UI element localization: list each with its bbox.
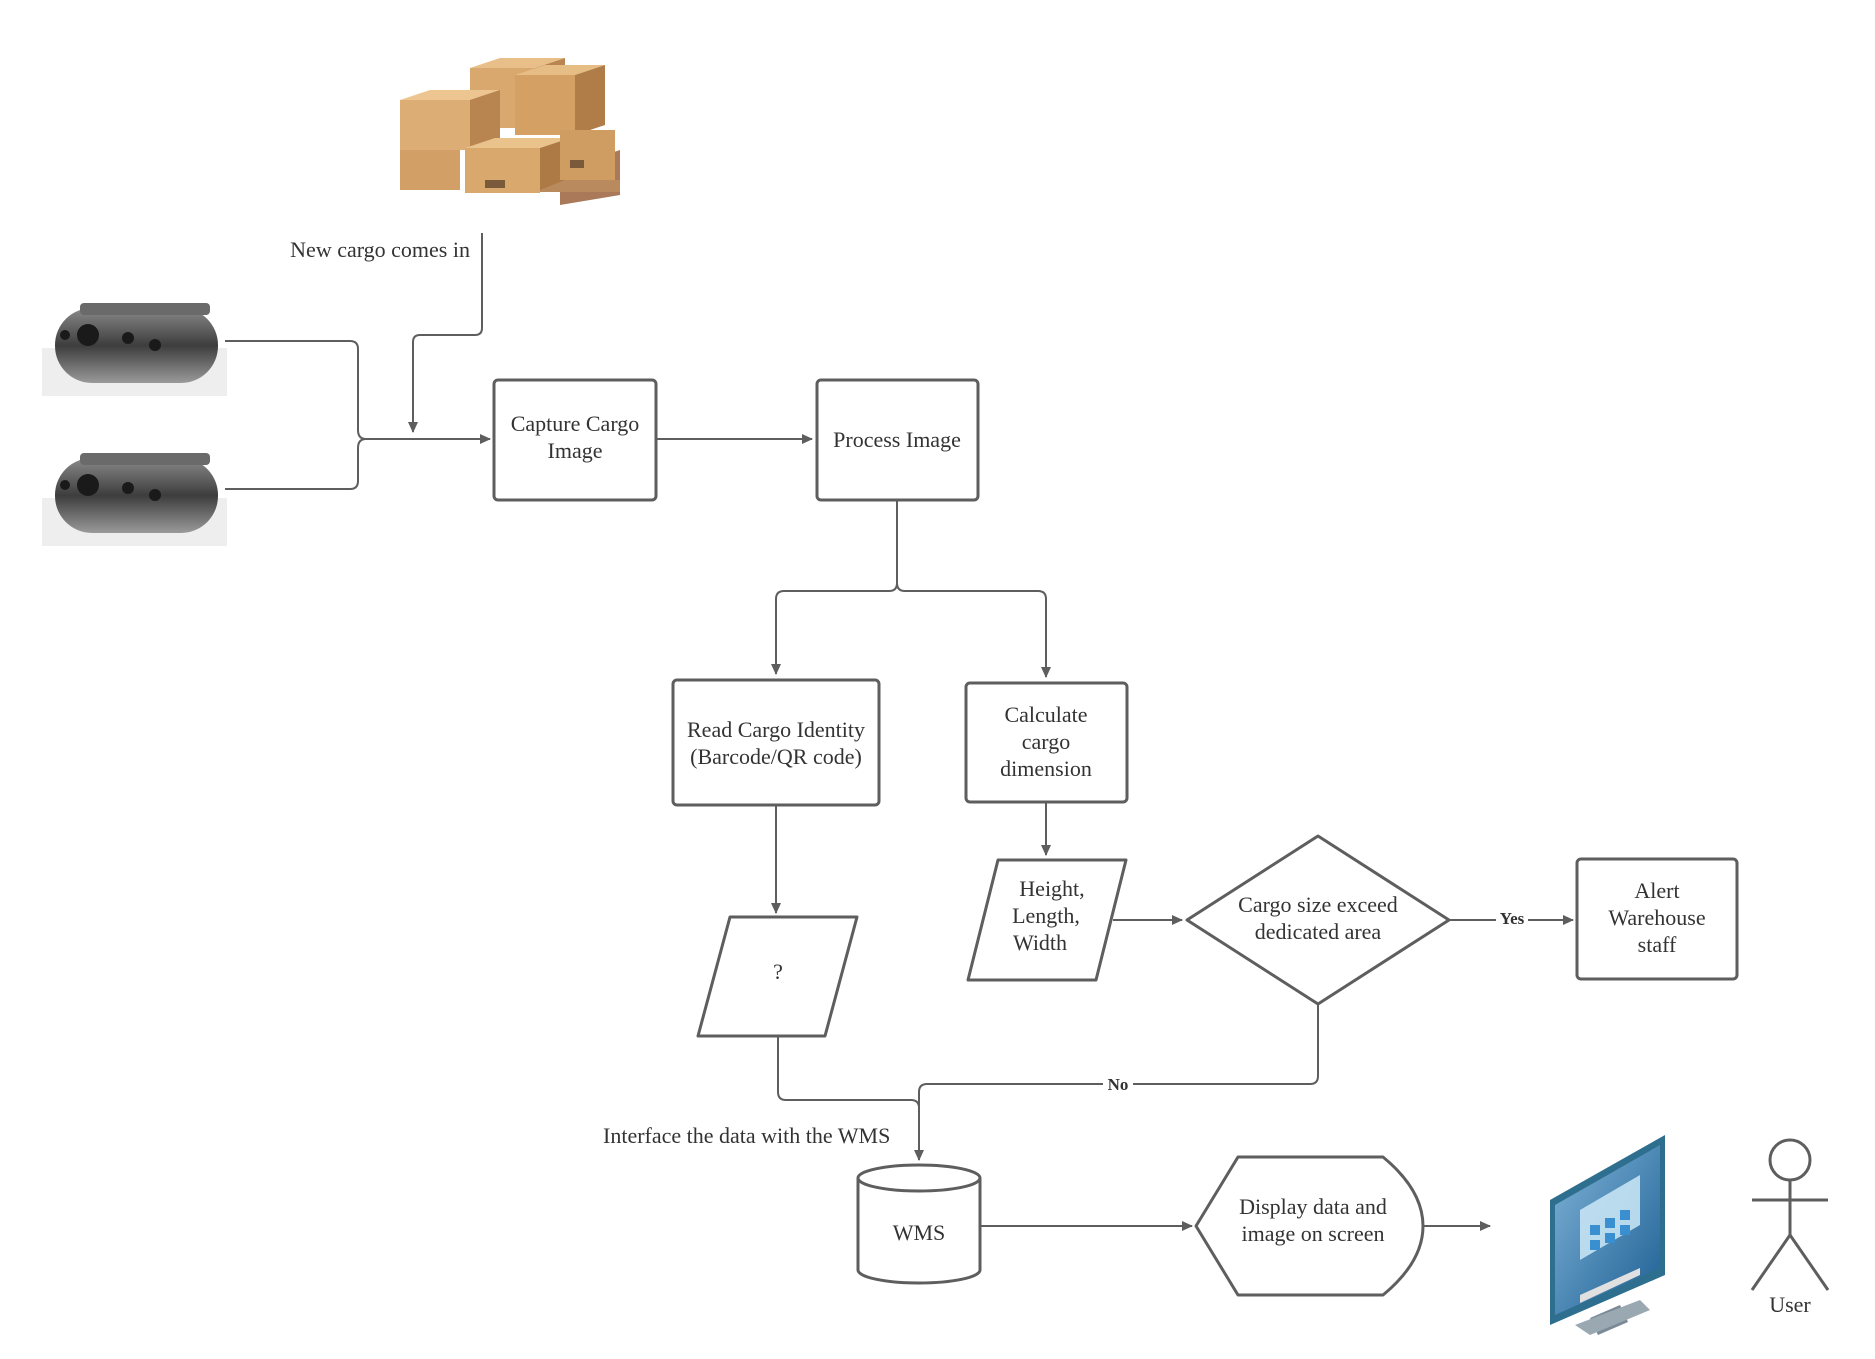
- user-label: User: [1769, 1292, 1811, 1317]
- process-image-node: Process Image: [815, 378, 980, 502]
- display-line-1: Display data and: [1239, 1194, 1387, 1219]
- alert-warehouse-node: Alert Warehouse staff: [1575, 857, 1739, 981]
- display-line-2: image on screen: [1242, 1221, 1385, 1246]
- edge-label-no: No: [1108, 1075, 1129, 1094]
- new-cargo-label: New cargo comes in: [290, 237, 470, 262]
- alert-line-2: Warehouse: [1608, 905, 1705, 930]
- decision-line-2: dedicated area: [1255, 919, 1382, 944]
- unknown-data-node: ?: [696, 915, 859, 1038]
- interface-wms-label: Interface the data with the WMS: [603, 1123, 890, 1148]
- wms-database-node: WMS: [856, 1163, 982, 1285]
- read-cargo-identity-node: Read Cargo Identity (Barcode/QR code): [671, 678, 881, 807]
- capture-node-line-2: Image: [548, 438, 603, 463]
- dimensions-line-3: Width: [1013, 930, 1067, 955]
- wms-label: WMS: [893, 1220, 946, 1245]
- calculate-dimension-node: Calculate cargo dimension: [964, 681, 1129, 804]
- cargo-size-decision-node: Cargo size exceed dedicated area: [1185, 834, 1451, 1006]
- alert-line-3: staff: [1638, 932, 1677, 957]
- edge-unknown-to-wms: [777, 1036, 920, 1109]
- decision-line-1: Cargo size exceed: [1238, 892, 1398, 917]
- dimensions-line-2: Length,: [1012, 903, 1080, 928]
- stick-figure-user-icon: [1750, 1138, 1830, 1291]
- edge-camera2-to-capture: [225, 438, 367, 490]
- cargo-boxes-pallet-icon: [400, 58, 620, 205]
- display-screen-node: Display data and image on screen: [1194, 1155, 1425, 1297]
- no-label-bg: [1103, 1073, 1133, 1095]
- depth-camera-icon: [42, 453, 227, 546]
- read-node-line-1: Read Cargo Identity: [687, 717, 865, 742]
- computer-monitor-icon: [1550, 1135, 1665, 1335]
- read-node-line-2: (Barcode/QR code): [690, 744, 862, 769]
- edge-camera1-to-capture: [225, 340, 491, 444]
- depth-camera-icon: [42, 303, 227, 396]
- unknown-node-label: ?: [773, 959, 783, 984]
- capture-node-line-1: Capture Cargo: [511, 411, 640, 436]
- calc-node-line-1: Calculate: [1004, 702, 1087, 727]
- calc-node-line-2: cargo: [1022, 729, 1070, 754]
- edge-process-to-calc: [896, 582, 1051, 678]
- edge-cargo-to-capture: [408, 233, 483, 433]
- edge-process-to-read: [771, 500, 898, 675]
- alert-line-1: Alert: [1634, 878, 1679, 903]
- edge-label-yes: Yes: [1500, 909, 1525, 928]
- yes-label-bg: [1496, 907, 1528, 929]
- dimensions-line-1: Height,: [1019, 876, 1084, 901]
- capture-cargo-image-node: Capture Cargo Image: [492, 378, 658, 502]
- process-node-label: Process Image: [833, 427, 961, 452]
- dimensions-data-node: Height, Length, Width: [966, 858, 1128, 982]
- calc-node-line-3: dimension: [1000, 756, 1092, 781]
